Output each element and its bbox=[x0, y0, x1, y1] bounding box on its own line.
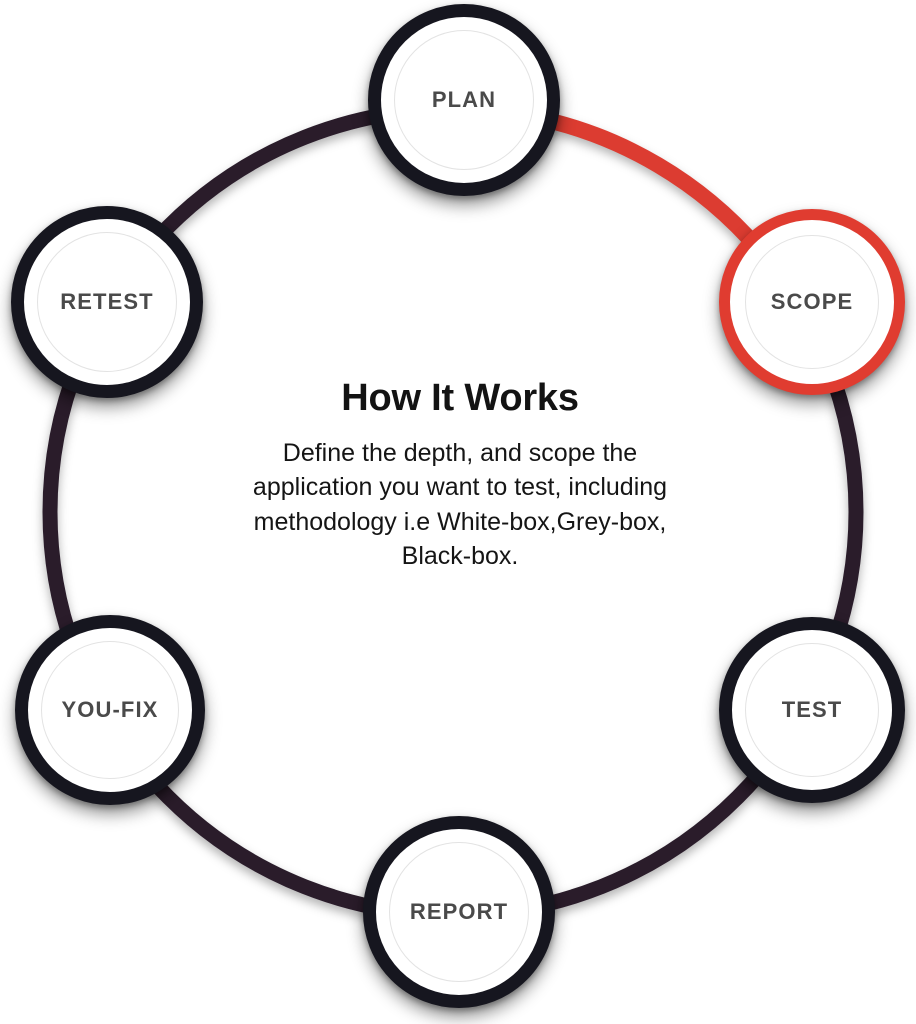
process-node-label-retest: RETEST bbox=[60, 289, 154, 314]
process-node-retest[interactable]: RETEST bbox=[11, 206, 203, 398]
process-node-plan[interactable]: PLAN bbox=[368, 4, 560, 196]
process-node-label-scope: SCOPE bbox=[770, 289, 854, 314]
process-node-label-plan: PLAN bbox=[431, 87, 497, 112]
process-node-test[interactable]: TEST bbox=[719, 617, 905, 803]
process-node-label-report: REPORT bbox=[409, 899, 509, 924]
process-node-scope[interactable]: SCOPE bbox=[719, 209, 905, 395]
process-node-label-test: TEST bbox=[781, 697, 843, 722]
process-node-label-you-fix: YOU-FIX bbox=[61, 697, 159, 722]
process-node-you-fix[interactable]: YOU-FIX bbox=[15, 615, 205, 805]
process-node-report[interactable]: REPORT bbox=[363, 816, 555, 1008]
